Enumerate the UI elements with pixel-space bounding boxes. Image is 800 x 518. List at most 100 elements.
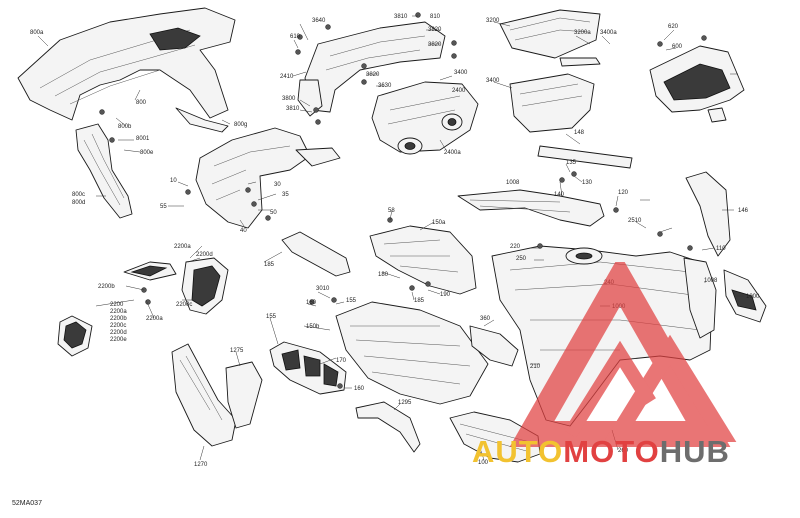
label-40: 40 (240, 228, 247, 234)
label-130: 130 (582, 180, 593, 186)
label-3630: 3630 (378, 83, 392, 89)
label-160-top: 160 (306, 300, 317, 306)
label-800g: 800g (234, 122, 247, 128)
label-2510: 2510 (628, 218, 642, 224)
part-storage-bin-lower (509, 73, 595, 133)
label-210: 210 (530, 364, 541, 370)
label-180-top: 180 (378, 272, 389, 278)
part-lower-trim-100 (449, 411, 541, 463)
part-right-grille-600 (649, 45, 745, 123)
label-120: 120 (618, 190, 629, 196)
part-bracket-360 (469, 325, 519, 367)
label-135: 135 (566, 160, 577, 166)
part-trim-1295 (355, 401, 421, 453)
label-148: 148 (574, 130, 585, 136)
part-side-cover-150a (369, 225, 477, 295)
label-2200e: 2200e (110, 337, 127, 343)
label-260: 260 (618, 448, 629, 454)
label-800c: 800c (72, 192, 85, 198)
fastener-set (99, 12, 707, 389)
label-800d: 800d (72, 200, 85, 206)
part-panel-1275 (225, 361, 263, 429)
label-2200d-top: 2200d (196, 252, 213, 258)
watermark-logo (509, 262, 737, 447)
label-2200: 2200 (110, 302, 124, 308)
part-mirror-2200c (57, 315, 93, 357)
label-2200b: 2200b (110, 316, 127, 322)
label-155: 155 (266, 314, 277, 320)
label-600-upper: 600 (672, 44, 683, 50)
part-side-panel-146 (685, 171, 731, 257)
label-110: 110 (716, 246, 726, 252)
label-1295: 1295 (398, 400, 412, 406)
part-trim-185 (281, 231, 351, 277)
label-150a: 150a (432, 220, 446, 226)
part-strip-148 (537, 145, 633, 169)
part-vent-grille-155 (269, 341, 347, 395)
label-185: 185 (264, 262, 275, 268)
part-mirror-2200 (123, 261, 177, 281)
label-250: 250 (516, 256, 527, 262)
label-185-lower: 185 (414, 298, 425, 304)
label-50: 50 (270, 210, 277, 216)
label-3820-b: 3820 (428, 42, 442, 48)
label-10: 10 (170, 178, 177, 184)
label-3810: 3810 (286, 106, 300, 112)
label-620: 620 (668, 24, 679, 30)
label-3820-a: 3820 (428, 27, 442, 33)
label-800b: 800b (118, 124, 132, 130)
label-2200c: 2200c (110, 323, 126, 329)
label-2410: 2410 (280, 74, 294, 80)
label-3400a: 3400a (600, 30, 617, 36)
label-2200c-right: 2200c (176, 302, 192, 308)
label-800a: 800a (30, 30, 44, 36)
label-160: 160 (354, 386, 365, 392)
leader-lines (37, 15, 744, 461)
watermark-text: AUTOMOTOHUB (472, 434, 730, 470)
label-1008: 1008 (506, 180, 520, 186)
part-labels: 800a 800 800b 8001 800e 800g 800c 800d 3… (30, 14, 760, 468)
part-side-panel-1270 (171, 343, 237, 447)
label-3810-top: 3810 (394, 14, 408, 20)
label-100: 100 (478, 460, 489, 466)
part-headlight-housing (371, 81, 479, 155)
label-1275: 1275 (230, 348, 244, 354)
label-800: 800 (136, 100, 147, 106)
watermark-text-moto: MOTO (563, 434, 660, 469)
diagram-code: 52MA037 (12, 500, 42, 507)
label-2400a: 2400a (444, 150, 461, 156)
label-146: 146 (738, 208, 749, 214)
label-800e: 800e (140, 150, 154, 156)
label-170: 170 (336, 358, 347, 364)
label-8001: 8001 (136, 136, 150, 142)
part-center-console-10 (195, 127, 341, 229)
label-55: 55 (160, 204, 167, 210)
label-2200a: 2200a (110, 309, 127, 315)
label-3400-left: 3400 (454, 70, 468, 76)
part-right-panel-1008 (683, 257, 717, 339)
part-upper-rail-100a (457, 189, 605, 227)
label-35: 35 (282, 192, 289, 198)
part-strap-3200a (559, 57, 601, 67)
label-2200a-top: 2200a (174, 244, 191, 250)
part-front-fascia (17, 7, 236, 133)
part-right-vent-1000 (723, 269, 767, 323)
label-3200: 3200 (486, 18, 500, 24)
label-3200a: 3200a (574, 30, 591, 36)
label-3010: 3010 (316, 286, 330, 292)
label-30: 30 (274, 182, 281, 188)
label-2400: 2400 (452, 88, 466, 94)
label-3640: 3640 (312, 18, 326, 24)
label-2200a-right: 2200a (146, 316, 163, 322)
watermark-text-hub: HUB (659, 434, 730, 469)
label-810: 810 (430, 14, 441, 20)
label-3800: 3800 (282, 96, 296, 102)
label-610: 610 (290, 34, 301, 40)
label-1008-right: 1008 (704, 278, 718, 284)
label-360: 360 (480, 316, 491, 322)
part-left-side-panel (75, 123, 133, 219)
part-lower-cover-150b (335, 301, 489, 405)
label-155-top: 155 (346, 298, 357, 304)
label-3400: 3400 (486, 78, 500, 84)
